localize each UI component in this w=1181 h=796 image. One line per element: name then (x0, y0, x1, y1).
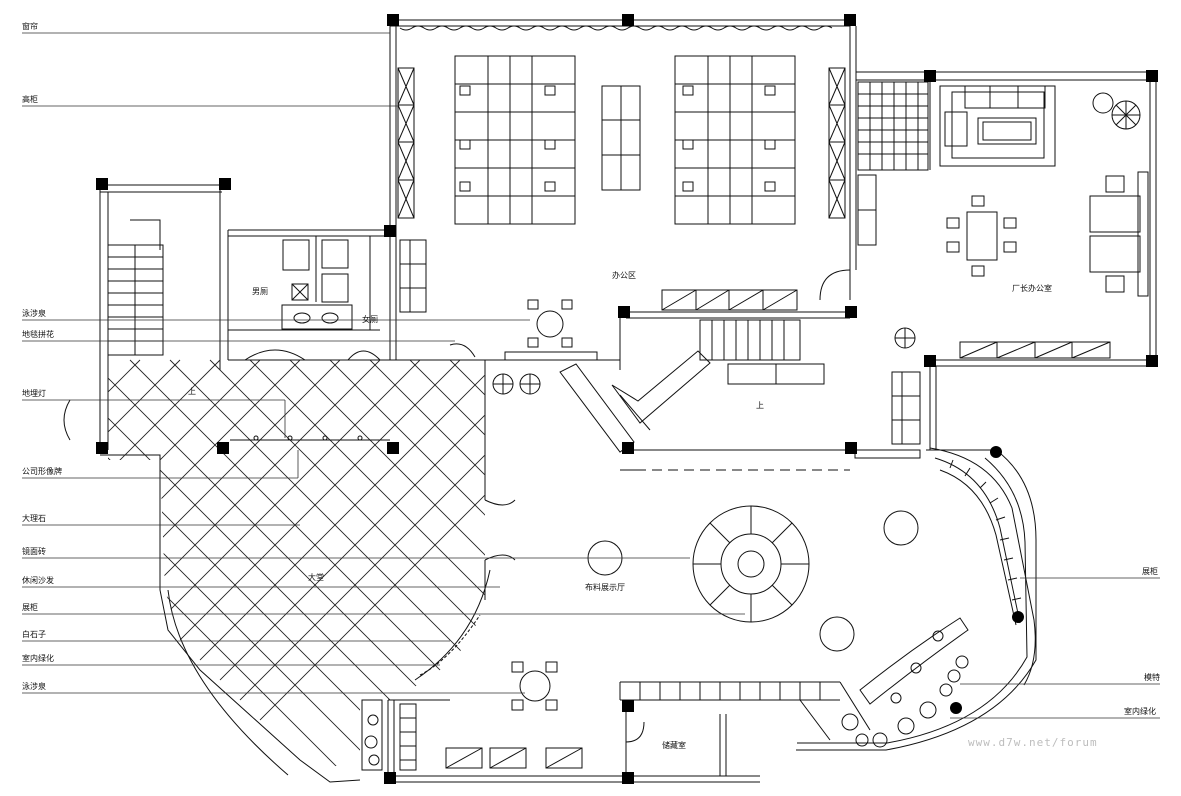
manager-office-walls (856, 71, 1157, 450)
right-wall (796, 449, 1037, 751)
room-men-wc: 男厕 (252, 287, 268, 296)
label-right-display-cabinet: 展柜 (1142, 567, 1158, 576)
workstations-left (454, 55, 576, 225)
label-sofa: 休闲沙发 (22, 576, 54, 585)
label-display-cabinet: 展柜 (22, 603, 38, 612)
model-stand (841, 617, 969, 748)
left-stair (63, 184, 230, 450)
room-office: 办公区 (612, 271, 636, 280)
stair-up-left: 上 (188, 387, 196, 396)
workstations-right (674, 55, 796, 225)
manager-cabinet (959, 341, 1111, 359)
room-women-wc: 女厕 (362, 315, 378, 324)
office-walls (389, 19, 857, 360)
center-cabinet (601, 85, 641, 191)
bottom-area (361, 681, 871, 783)
showroom (587, 505, 919, 652)
center-stair (449, 269, 921, 471)
meeting-table (504, 299, 598, 361)
manager-lounge (939, 85, 1056, 167)
room-showroom: 布料展示厅 (585, 583, 625, 592)
label-mirror-tile: 镜面砖 (22, 547, 46, 556)
room-storage: 储藏室 (662, 741, 686, 750)
label-white-pebbles: 白石子 (22, 630, 46, 639)
display-cabinet-curve (929, 447, 1036, 686)
company-sign (230, 435, 390, 441)
lobby-outline (100, 359, 516, 783)
label-company-sign: 公司形像牌 (22, 467, 62, 476)
manager-bathroom (857, 81, 929, 171)
manager-desks (1089, 171, 1149, 297)
label-marble: 大理石 (22, 514, 46, 523)
room-lobby: 大堂 (308, 573, 324, 582)
watermark: www.d7w.net/forum (968, 736, 1098, 749)
columns (96, 14, 1158, 784)
bottom-table (511, 661, 558, 711)
label-high-cabinet: 高柜 (22, 95, 38, 104)
leader-lines (22, 32, 1160, 719)
label-indoor-greenery: 室内绿化 (22, 654, 54, 663)
label-fountain-2: 泳涉泉 (22, 682, 46, 691)
stair-up-center: 上 (756, 401, 764, 410)
room-manager-office: 厂长办公室 (1012, 284, 1052, 293)
label-right-greenery: 室内绿化 (1124, 707, 1156, 716)
indoor-plants (419, 327, 916, 676)
marble-grid (108, 359, 485, 770)
label-fountain: 泳涉泉 (22, 309, 46, 318)
office-sofa (399, 239, 427, 313)
high-cabinets (397, 67, 877, 246)
manager-conference (946, 195, 1017, 277)
label-curtain: 窗帘 (22, 22, 38, 31)
label-model: 模特 (1144, 673, 1160, 682)
label-carpet-pattern: 地毯拼花 (22, 330, 54, 339)
washrooms (219, 190, 390, 370)
label-floor-light: 地埋灯 (22, 389, 46, 398)
manager-plants (1092, 92, 1141, 130)
